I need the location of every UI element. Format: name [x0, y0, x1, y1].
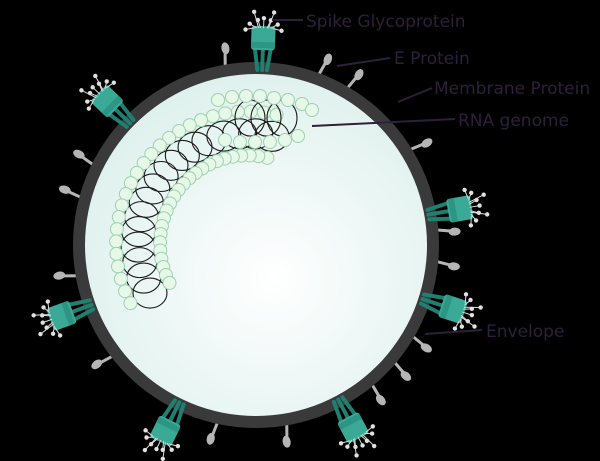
label-envelope: Envelope	[486, 322, 564, 342]
virus-interior	[85, 74, 427, 416]
spike-glycoprotein	[79, 73, 136, 129]
label-rna-genome: RNA genome	[458, 111, 569, 131]
leader-lines	[272, 19, 483, 335]
label-membrane-protein: Membrane Protein	[434, 79, 590, 99]
leader-line-rna	[311, 118, 456, 127]
spike-glycoprotein	[331, 395, 377, 458]
spike-glycoprotein	[418, 292, 483, 331]
leader-line-membrane	[397, 87, 433, 103]
rna-genome	[109, 89, 319, 311]
spike-glycoproteins	[31, 9, 490, 461]
spike-glycoprotein	[243, 9, 284, 73]
spike-glycoprotein	[31, 298, 96, 338]
leader-line-envelope	[424, 329, 483, 335]
label-e-protein: E Protein	[394, 49, 470, 69]
spike-glycoprotein	[425, 187, 490, 228]
label-spike-glycoprotein: Spike Glycoprotein	[306, 12, 466, 32]
leader-line-e-protein	[336, 57, 391, 67]
spike-glycoprotein	[142, 398, 186, 461]
